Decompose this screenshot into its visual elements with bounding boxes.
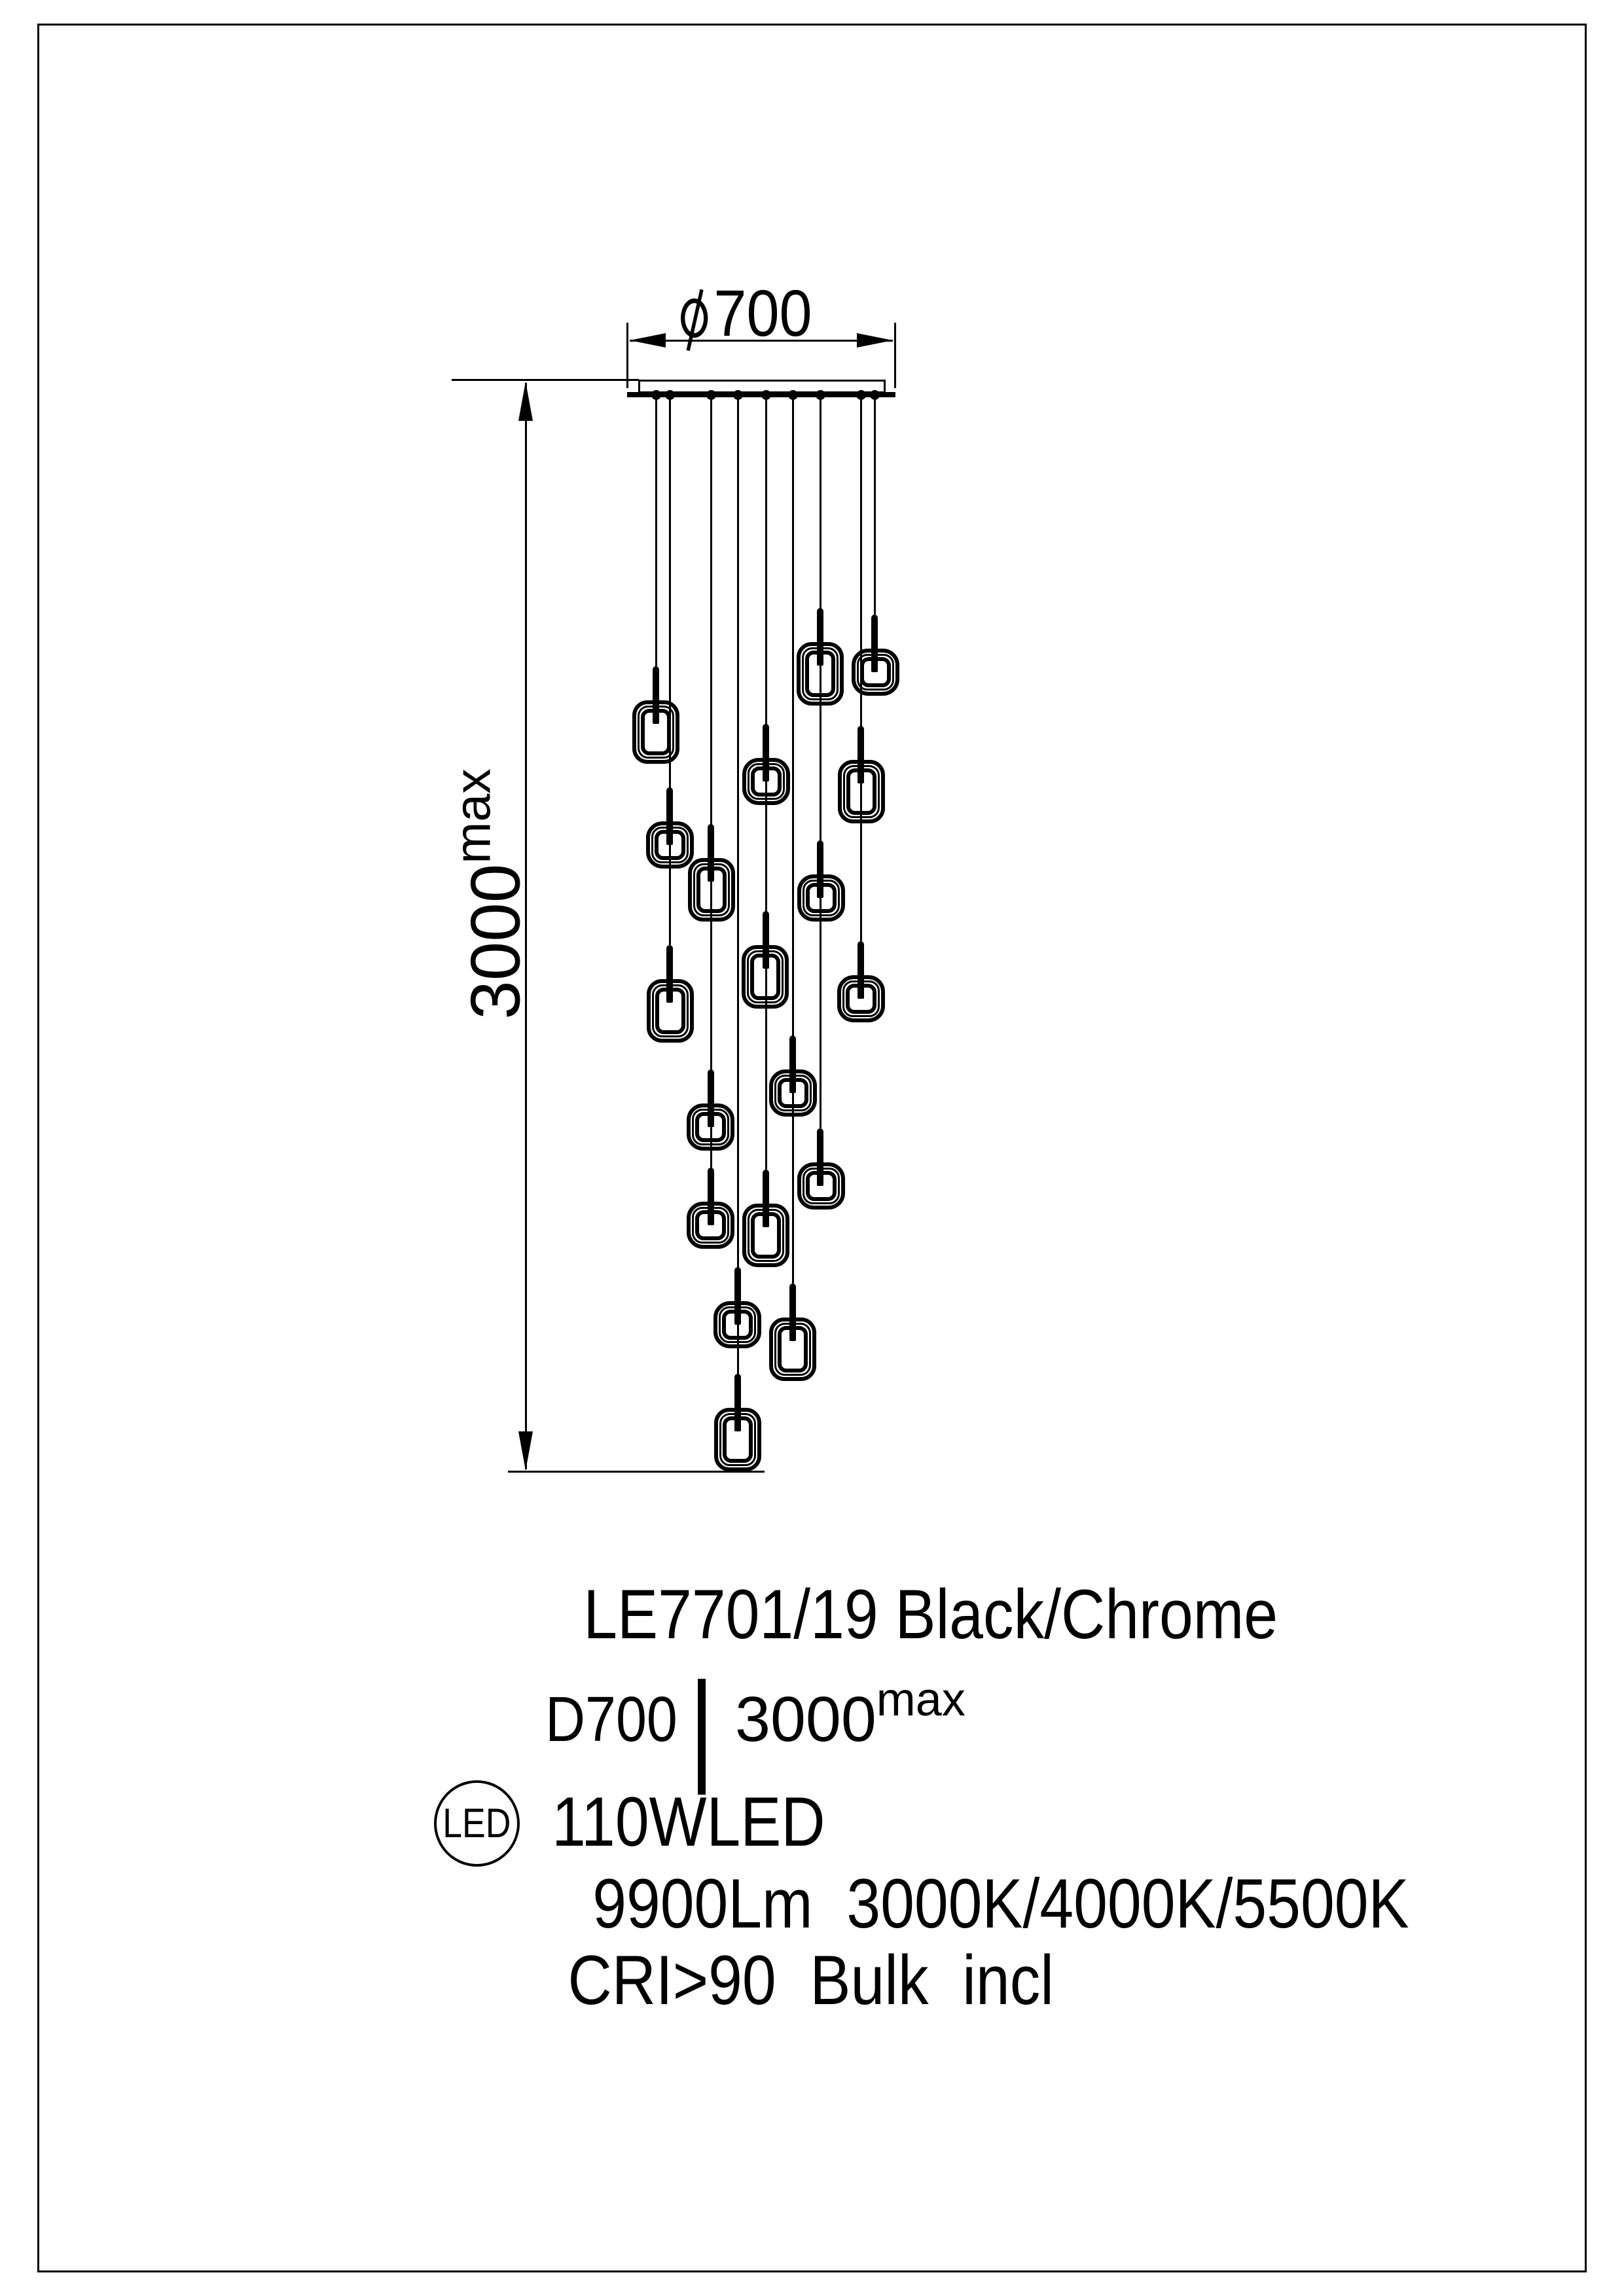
pendant-stem (708, 824, 714, 882)
height-max-sup: max (444, 768, 501, 864)
pendant-stem (734, 1267, 741, 1325)
canopy-attachment-dot (761, 390, 771, 400)
pendant-stem (653, 666, 659, 724)
spec-separator-bar (698, 1679, 706, 1795)
dim-extension-line-top (452, 379, 639, 381)
diameter-value: 700 (713, 277, 812, 350)
dim-extension-tick-left (626, 323, 628, 388)
spec-diameter: D700 (545, 1683, 677, 1755)
pendant-stem (734, 1374, 741, 1431)
canopy-attachment-dot (787, 390, 798, 400)
dim-extension-line-bottom (508, 1471, 765, 1473)
pendant-stem (857, 941, 864, 999)
pendant-stem (763, 1170, 769, 1227)
suspension-wire (791, 396, 794, 1283)
pendant-stem (763, 911, 769, 969)
pendant-stem (666, 787, 673, 845)
arrowhead-left-icon (630, 333, 666, 348)
arrowhead-up-icon (518, 382, 533, 421)
canopy-attachment-dot (856, 390, 866, 400)
suspension-wire (819, 396, 821, 1128)
arrowhead-right-icon (857, 333, 893, 348)
suspension-wire (859, 396, 862, 941)
led-badge-label: LED (442, 1801, 511, 1846)
suspension-wire (873, 396, 876, 615)
spec-lumens-cct: 9900Lm 3000K/4000K/5500K (592, 1864, 1409, 1943)
suspension-wire (668, 396, 671, 945)
pendant-stem (708, 1168, 714, 1225)
canopy-attachment-dot (869, 390, 880, 400)
canopy-attachment-dot (815, 390, 825, 400)
led-badge: LED (434, 1780, 520, 1867)
model-title: LE7701/19 Black/Chrome (583, 1575, 1278, 1653)
suspension-wire (710, 396, 712, 1168)
dim-extension-tick-right (894, 323, 896, 388)
suspension-wire (736, 396, 739, 1374)
spec-wattage: 110WLED (552, 1782, 825, 1861)
suspension-wire (765, 396, 767, 1170)
pendant-stem (817, 1128, 823, 1186)
pendant-stem (666, 945, 673, 1003)
canopy-attachment-dot (651, 390, 661, 400)
pendant-stem (871, 615, 878, 672)
pendant-stem (789, 1283, 796, 1341)
dim-line-height (525, 383, 527, 1469)
canopy-attachment-dot (664, 390, 675, 400)
dimension-height-label: 3000max (444, 768, 535, 1020)
dim-line-diameter (630, 340, 893, 342)
pendant-stem (817, 840, 823, 898)
pendant-stem (817, 608, 823, 666)
pendant-stem (763, 724, 769, 781)
arrowhead-down-icon (518, 1431, 533, 1471)
page-border (37, 24, 1587, 2272)
spec-cri-bulb: CRI>90 Bulk incl (568, 1941, 1054, 2019)
pendant-stem (857, 726, 864, 783)
diameter-symbol-icon (681, 298, 708, 338)
spec-height: 3000max (735, 1673, 965, 1755)
spec-height-max-sup: max (876, 1673, 965, 1726)
canopy-attachment-dot (706, 390, 716, 400)
pendant-stem (789, 1035, 796, 1093)
pendant-stem (708, 1069, 714, 1127)
canopy-attachment-dot (732, 390, 743, 400)
suspension-wire (655, 396, 657, 666)
dimension-diameter-label: 700 (681, 277, 812, 350)
